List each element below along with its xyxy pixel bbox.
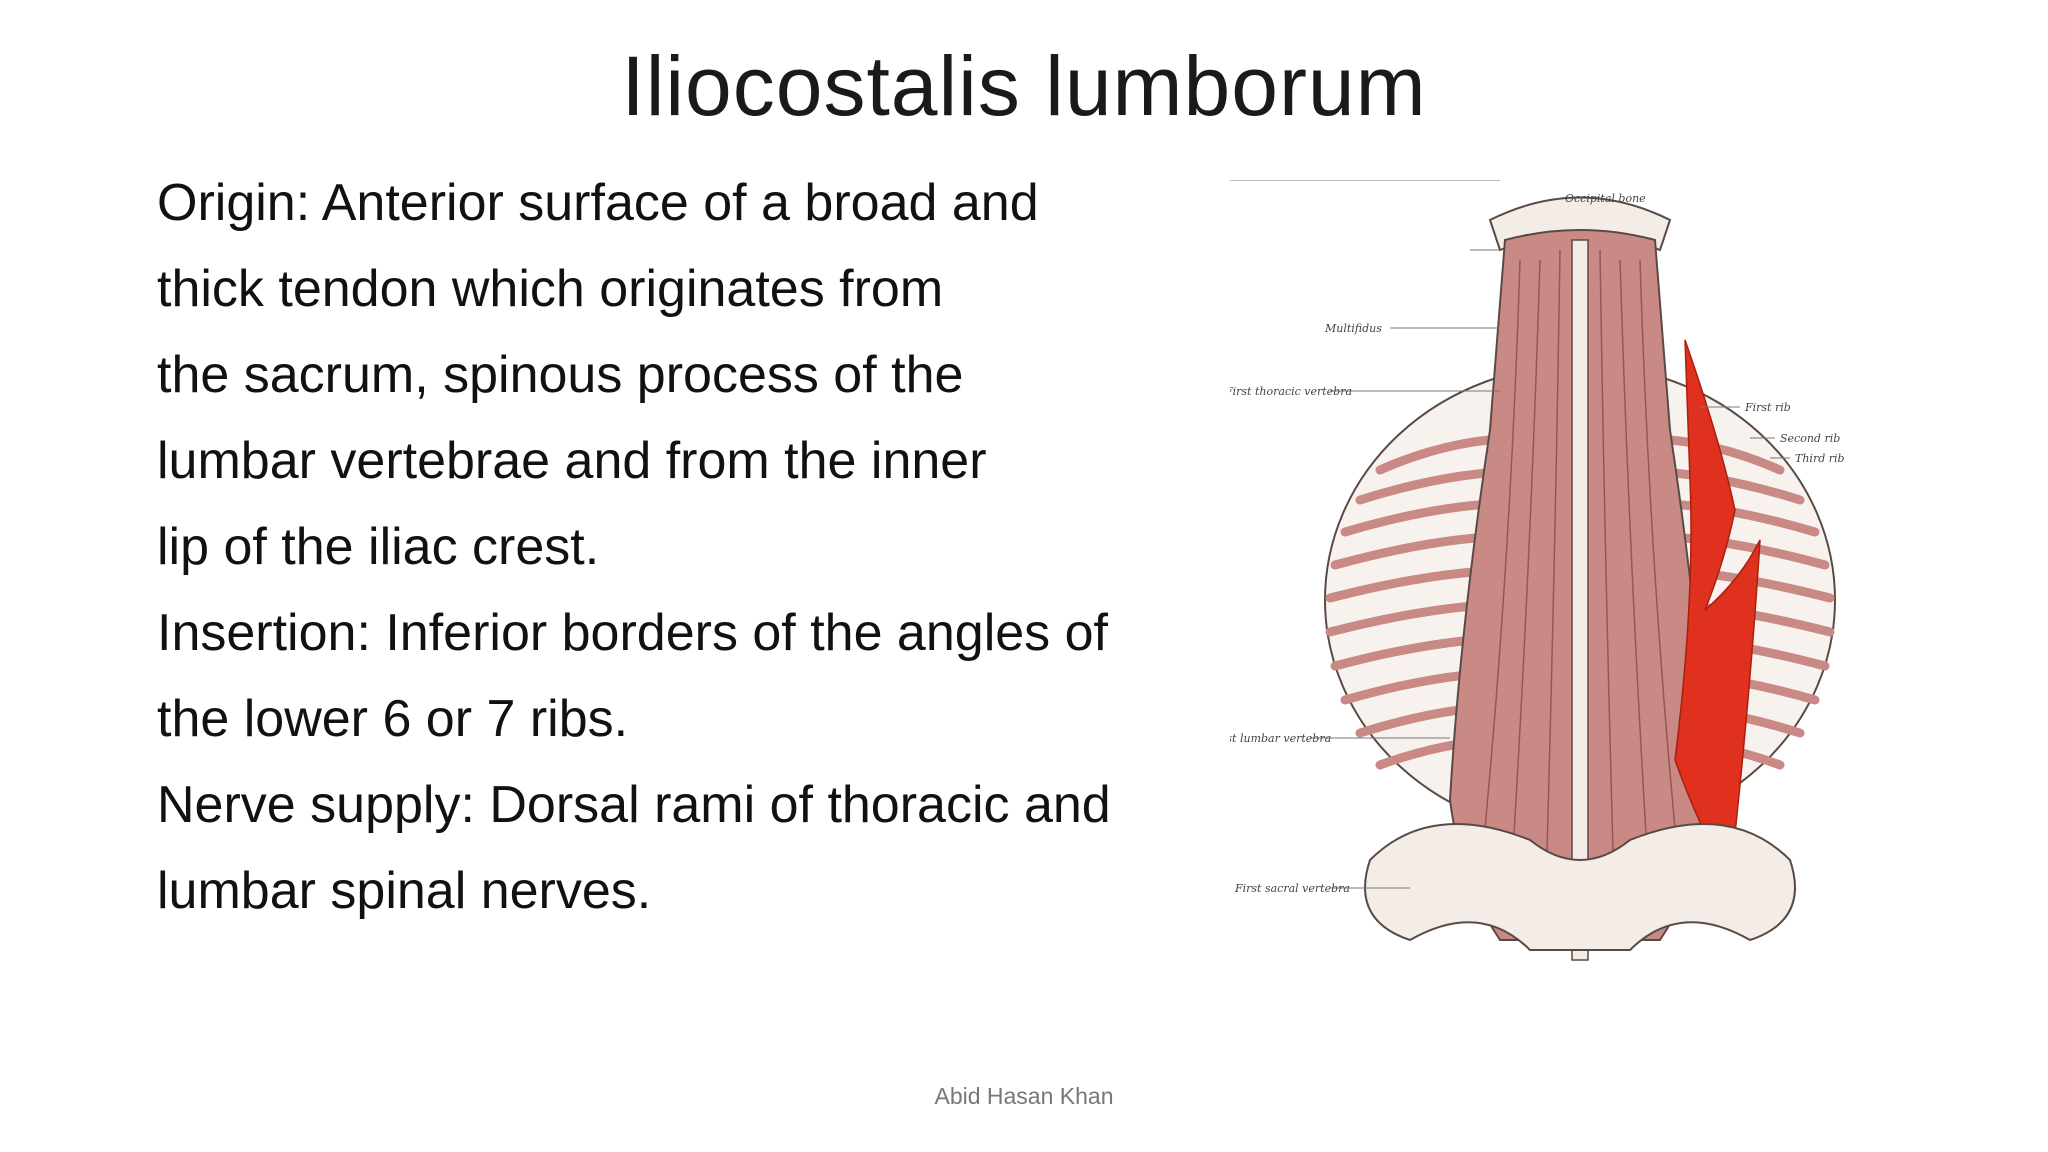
- label-first-lumbar: First lumbar vertebra: [1230, 732, 1331, 745]
- label-occipital-bone: Occipital bone: [1565, 192, 1646, 205]
- slide-title: Iliocostalis lumborum: [621, 39, 1427, 133]
- label-first-sacral: First sacral vertebra: [1234, 882, 1350, 895]
- body-line: lumbar spinal nerves.: [157, 862, 652, 920]
- slide-body: Origin: Anterior surface of a broad and …: [157, 160, 1217, 934]
- body-line: lip of the iliac crest.: [157, 518, 600, 576]
- label-second-rib: Second rib: [1780, 432, 1840, 445]
- body-line: thick tendon which originates from: [157, 260, 944, 318]
- label-first-thoracic: First thoracic vertebra: [1230, 385, 1352, 398]
- leader-lines: [1230, 180, 1790, 889]
- body-line: Origin: Anterior surface of a broad and: [157, 174, 1039, 232]
- spinal-column: [1571, 239, 1589, 961]
- body-line: the sacrum, spinous process of the: [157, 346, 964, 404]
- label-multifidus: Multifidus: [1324, 322, 1382, 335]
- muscle-fibers: [1479, 249, 1681, 921]
- back-muscles-illustration: Occipital bone Multifidus First thoracic…: [1230, 180, 1845, 961]
- body-line: the lower 6 or 7 ribs.: [157, 690, 629, 748]
- label-third-rib: Third rib: [1795, 452, 1845, 465]
- pelvis: [1364, 823, 1796, 951]
- body-line: Nerve supply: Dorsal rami of thoracic an…: [157, 776, 1111, 834]
- body-line: Insertion: Inferior borders of the angle…: [157, 604, 1108, 662]
- footer-author: Abid Hasan Khan: [934, 1083, 1114, 1109]
- label-first-rib: First rib: [1744, 401, 1791, 414]
- body-line: lumbar vertebrae and from the inner: [157, 432, 987, 490]
- iliocostalis-lumborum-highlight: [1674, 339, 1761, 883]
